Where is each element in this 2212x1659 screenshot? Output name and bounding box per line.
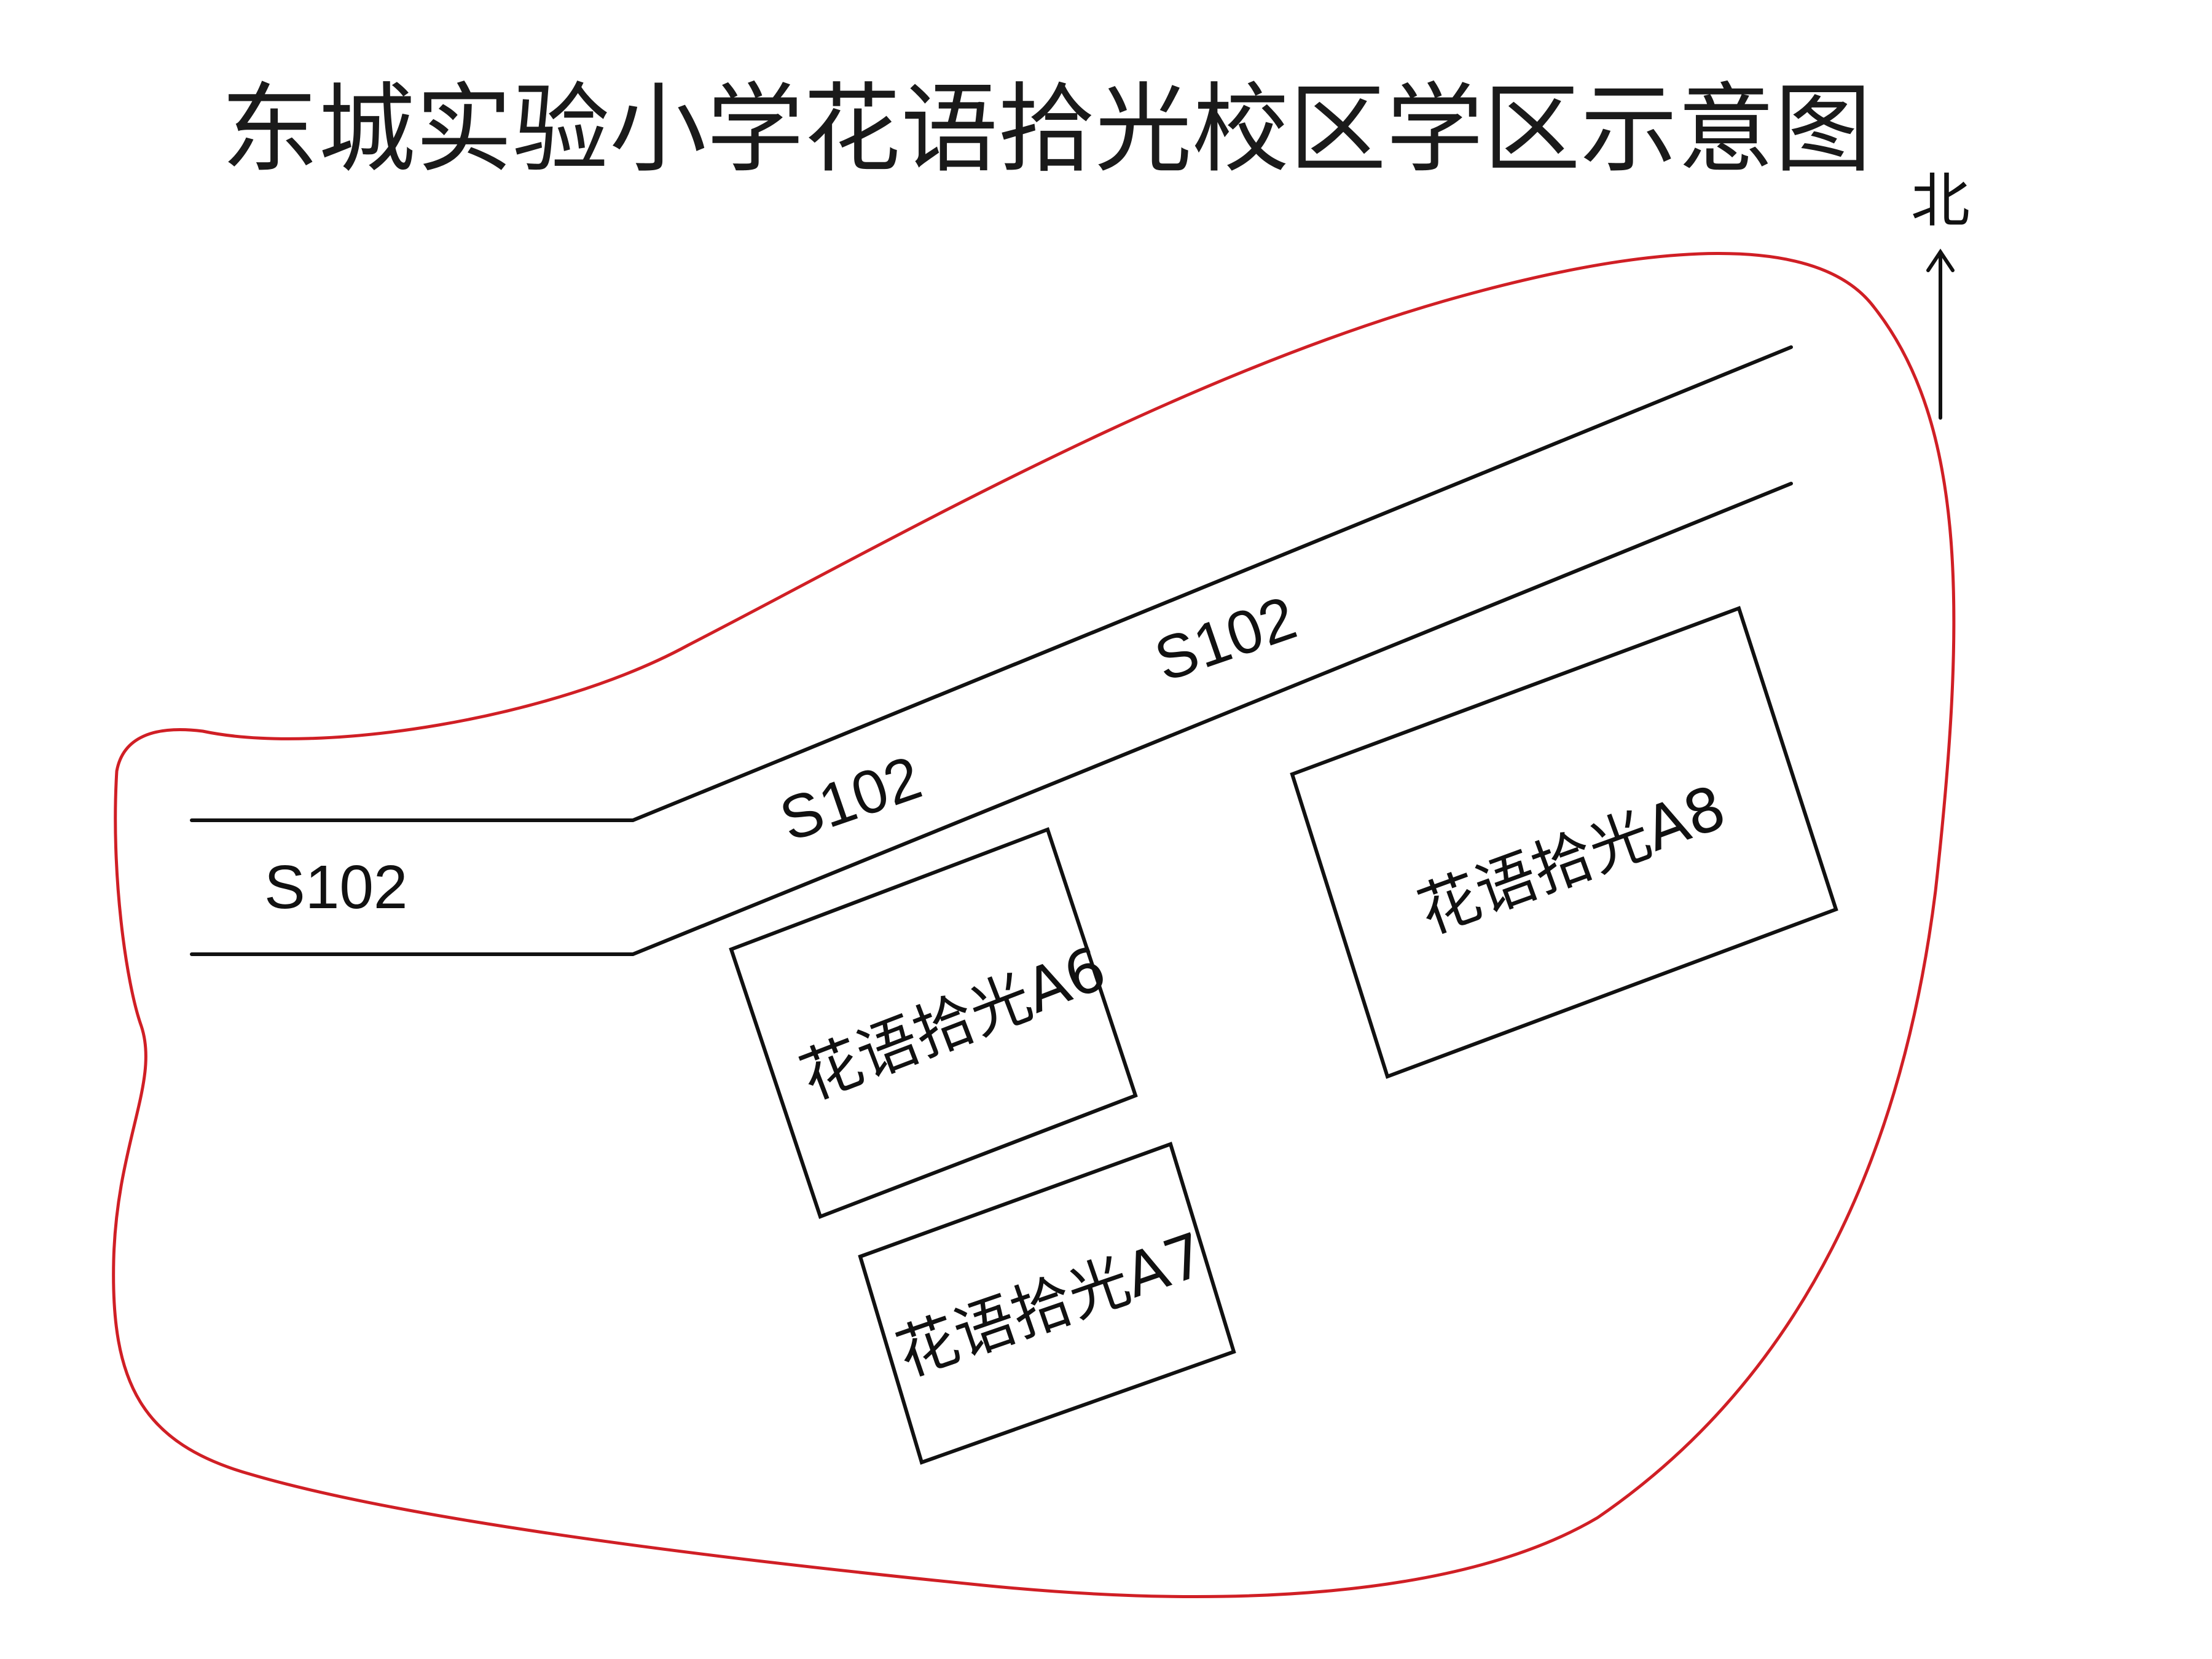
road-edge-south (190, 482, 1793, 956)
road-label: S102 (264, 853, 408, 922)
north-arrow-icon (1926, 248, 1955, 420)
north-label: 北 (1911, 167, 1970, 235)
north-indicator: 北 (1911, 167, 1970, 420)
road-s102 (190, 345, 1793, 956)
road-label: S102 (772, 743, 930, 855)
district-boundary (112, 252, 1956, 1598)
map-title: 东城实验小学花语拾光校区学区示意图 (221, 73, 1872, 186)
block-outline (1290, 606, 1838, 1079)
block-outline (858, 1142, 1236, 1465)
block-outline (729, 827, 1138, 1219)
building-block-a6: 花语拾光A6 (729, 827, 1138, 1219)
road-edge-north (190, 345, 1793, 822)
building-block-a8: 花语拾光A8 (1290, 606, 1838, 1079)
building-block-a7: 花语拾光A7 (858, 1142, 1236, 1465)
